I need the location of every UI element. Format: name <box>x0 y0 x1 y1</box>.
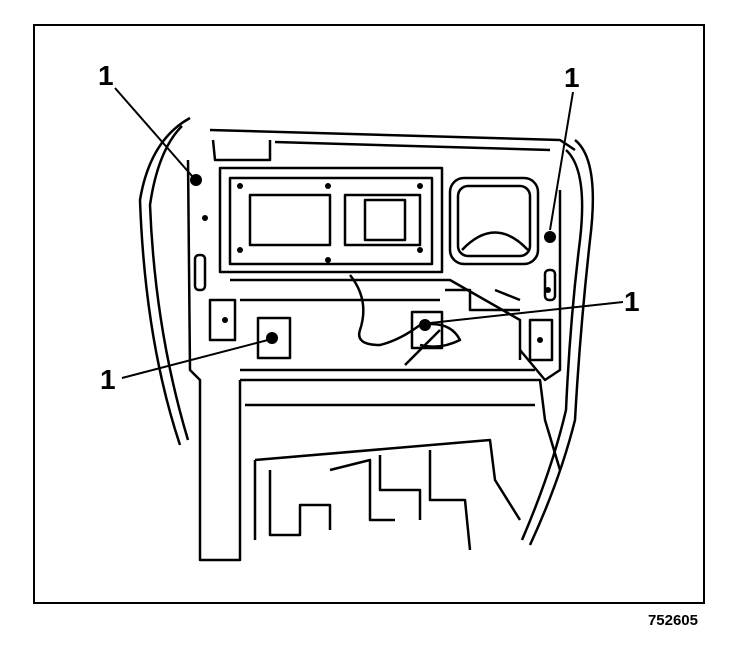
mounting-screw-lower-left <box>266 332 278 344</box>
mounting-screw-upper-right <box>544 231 556 243</box>
mounting-screw-upper-left <box>190 174 202 186</box>
figure-number: 752605 <box>647 612 698 629</box>
leader-line-lower-left <box>121 339 269 379</box>
callout-lower-right: 1 <box>624 286 640 317</box>
callout-upper-right: 1 <box>564 62 580 93</box>
leader-line-lower-right <box>429 301 624 324</box>
control-panel-opening <box>218 166 444 274</box>
console-left-outline <box>138 116 191 446</box>
console-top-rim <box>209 128 576 152</box>
wiring-harness <box>349 274 421 347</box>
callout-upper-left: 1 <box>98 60 114 91</box>
leader-line-upper-right <box>549 91 574 231</box>
leader-line-upper-left <box>114 87 193 177</box>
console-right-outline <box>528 139 595 546</box>
callout-lower-left: 1 <box>100 364 116 395</box>
diagram-frame <box>33 24 705 604</box>
mounting-screw-lower-right <box>419 319 431 331</box>
cup-holder-opening <box>448 176 540 266</box>
